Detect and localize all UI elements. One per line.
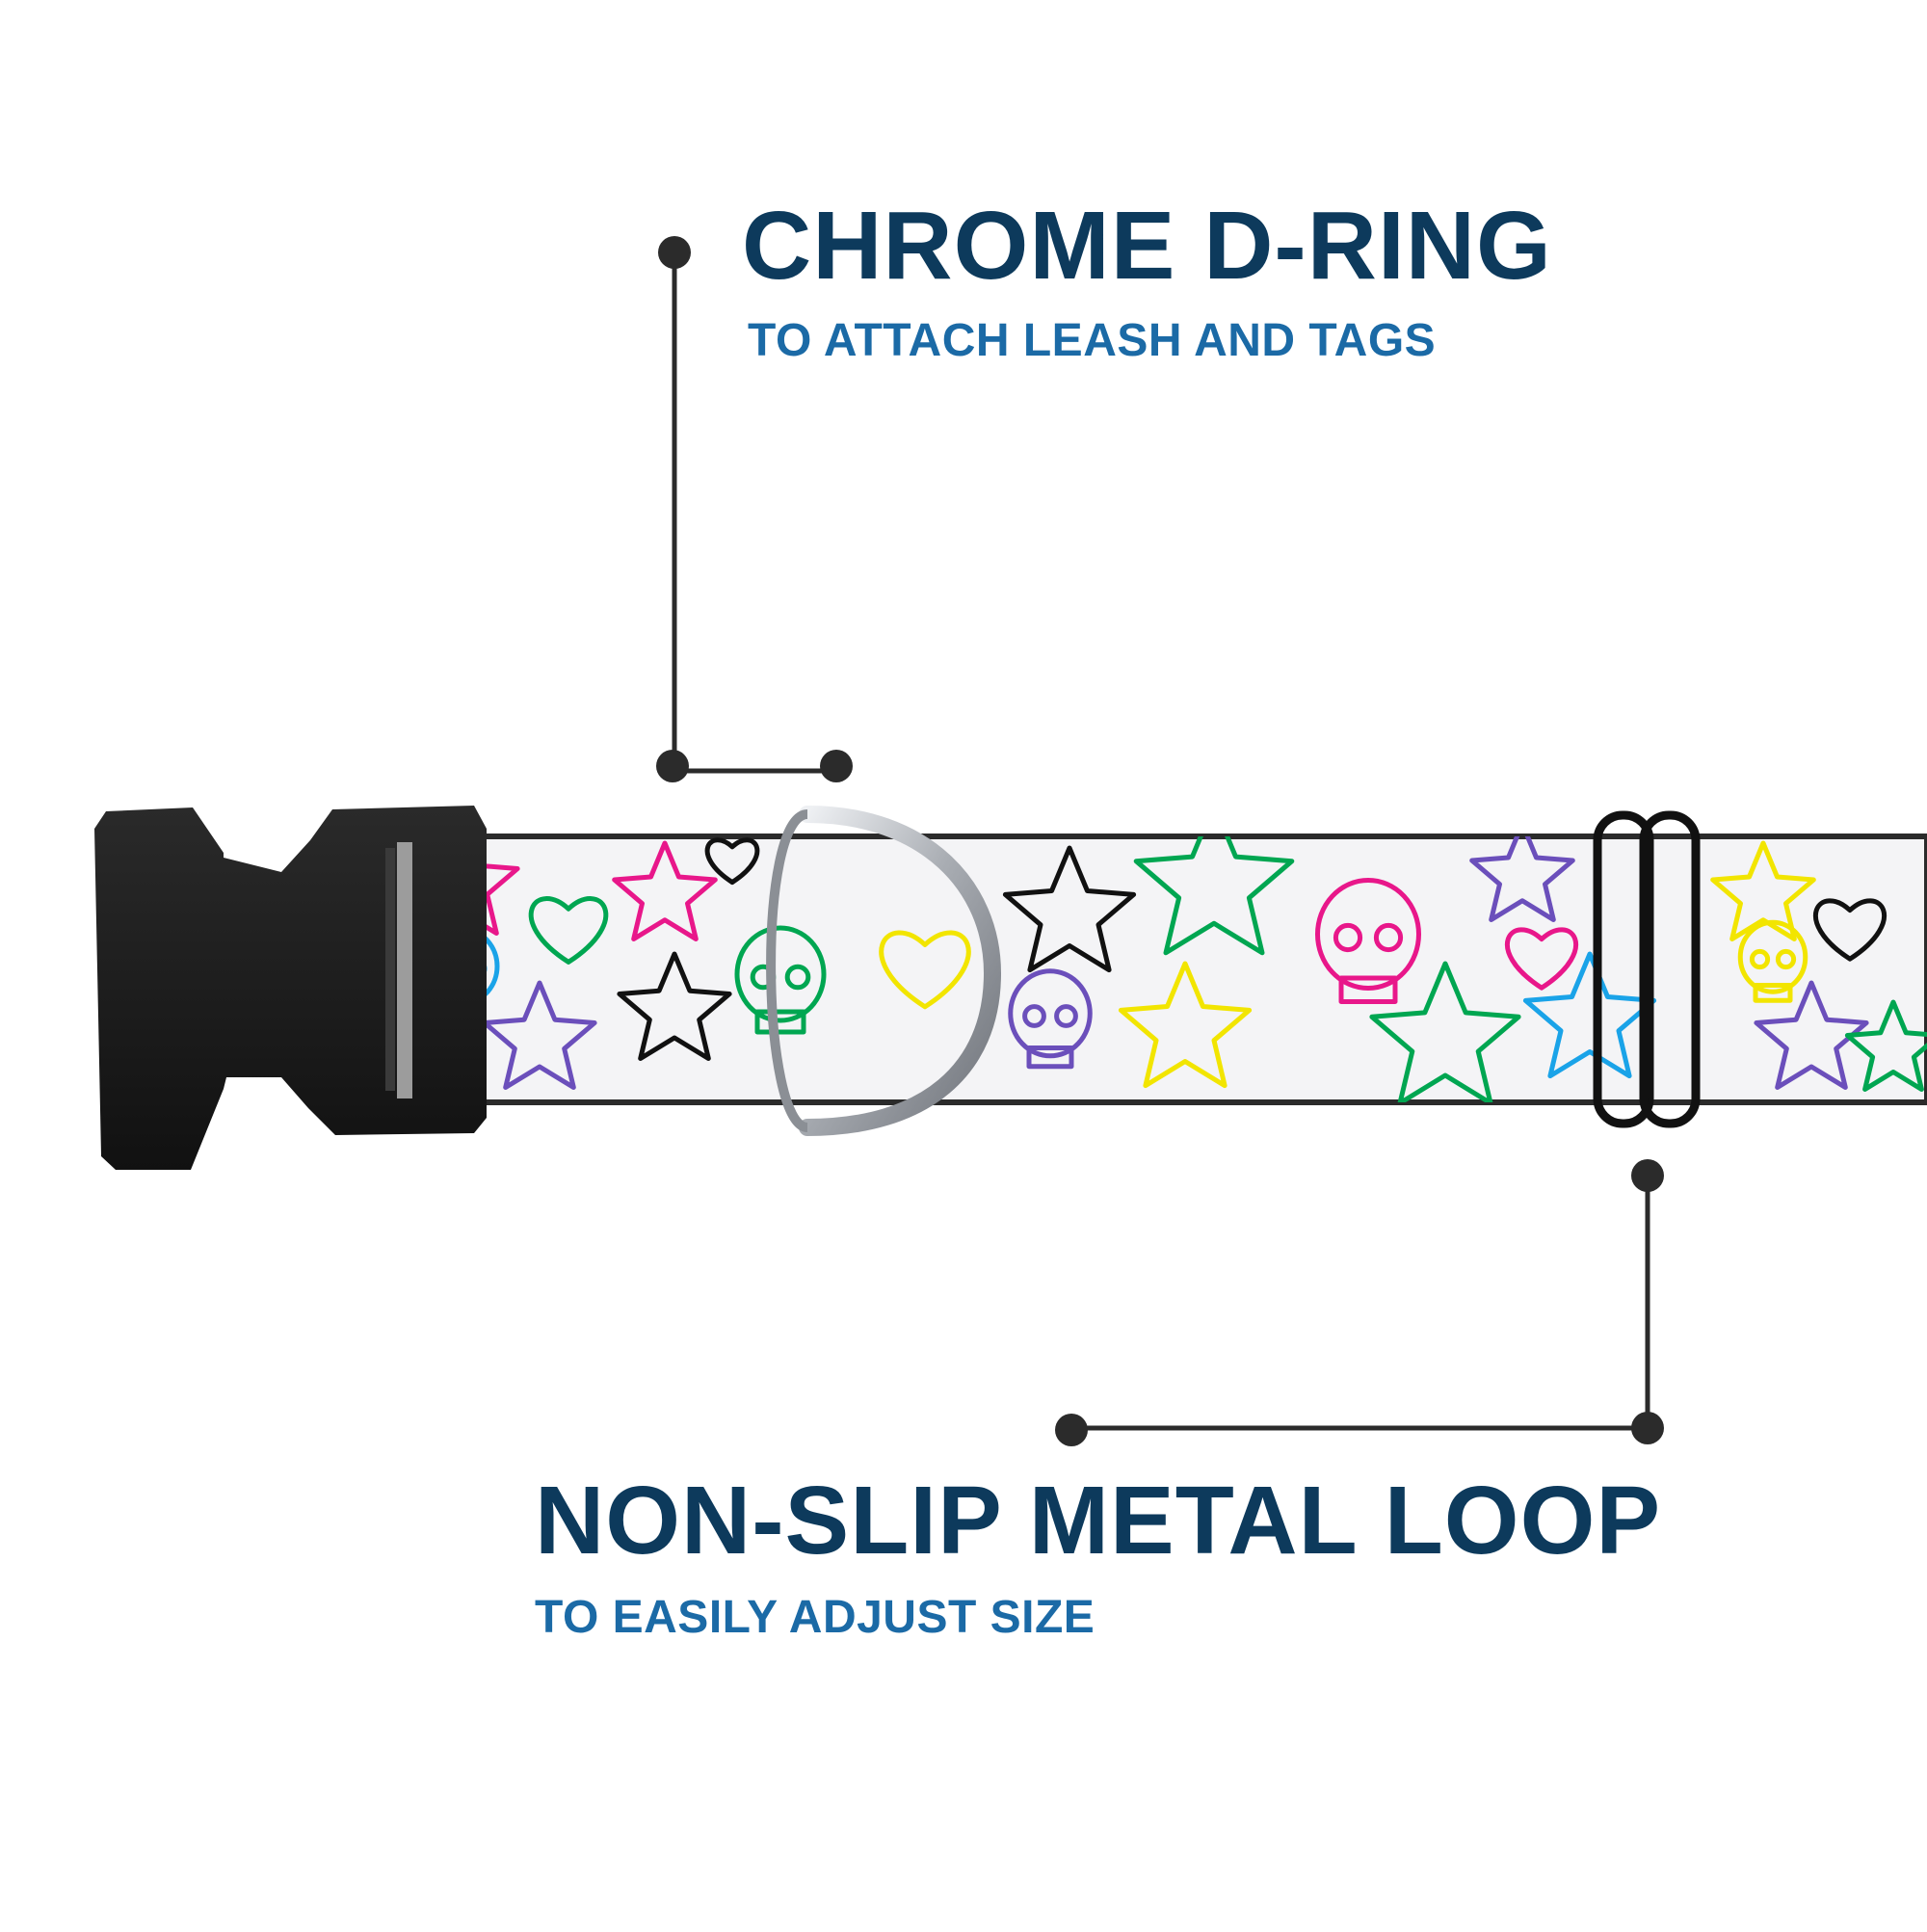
d-ring-subtitle: TO ATTACH LEASH AND TAGS [748, 315, 1437, 366]
star-doodle-icon [1522, 951, 1657, 1079]
heart-doodle-icon [1505, 927, 1578, 991]
metal-loop-leader [1055, 1159, 1664, 1446]
star-doodle-icon [1844, 999, 1927, 1092]
skull-doodle-icon [1315, 878, 1421, 1004]
star-doodle-icon [1469, 836, 1575, 922]
star-doodle-icon [617, 951, 732, 1061]
slide-loop-icon [1593, 810, 1701, 1128]
d-ring-icon [766, 806, 1002, 1136]
metal-loop-subtitle: TO EASILY ADJUST SIZE [535, 1592, 1095, 1643]
star-doodle-icon [1133, 836, 1295, 956]
heart-doodle-icon [1813, 898, 1887, 962]
star-doodle-icon [482, 980, 597, 1090]
star-doodle-icon [612, 840, 718, 941]
star-doodle-icon [1002, 845, 1137, 973]
skull-doodle-icon [1008, 968, 1093, 1070]
d-ring-title: CHROME D-RING [742, 192, 1552, 300]
heart-doodle-icon [528, 896, 609, 965]
star-doodle-icon [1754, 980, 1869, 1090]
skull-doodle-icon [1737, 919, 1808, 1003]
side-release-buckle-icon [94, 806, 487, 1170]
star-doodle-icon [1710, 840, 1816, 941]
heart-doodle-icon [879, 930, 971, 1010]
star-doodle-icon [1369, 961, 1521, 1102]
metal-loop-title: NON-SLIP METAL LOOP [535, 1467, 1662, 1575]
collar-webbing [402, 834, 1927, 1105]
d-ring-leader [656, 236, 853, 782]
heart-doodle-icon [704, 837, 760, 886]
star-doodle-icon [1118, 961, 1253, 1089]
